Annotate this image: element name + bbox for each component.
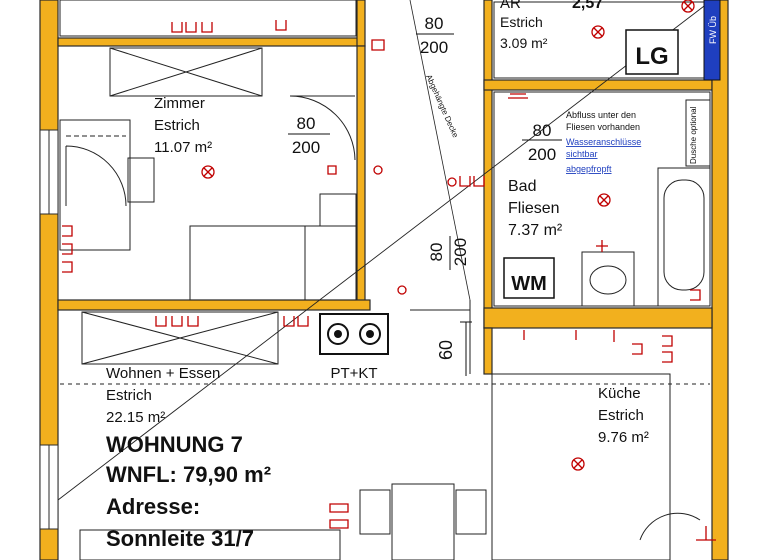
dim-vert-h: 200	[451, 238, 470, 266]
diagonal-line	[57, 0, 713, 501]
fw-label: FW Üb	[708, 16, 718, 44]
apartment-info: WOHNUNG 7 WNFL: 79,90 m² Adresse: Sonnle…	[106, 432, 271, 551]
apartment-wnfl: WNFL: 79,90 m²	[106, 462, 271, 487]
bathtub-frame	[657, 167, 711, 307]
note-abfluss-2: Fliesen vorhanden	[566, 122, 640, 132]
ar-floor: Estrich	[500, 14, 543, 30]
zimmer-floor: Estrich	[154, 117, 200, 134]
apartment-address: Sonnleite 31/7	[106, 526, 254, 551]
kueche-area: 9.76 m²	[598, 429, 649, 446]
dim-zimmer-w: 80	[297, 114, 316, 133]
dusche-box	[685, 99, 711, 167]
wall-zimmer-hall	[356, 45, 366, 305]
apartment-address-label: Adresse:	[106, 494, 200, 519]
dim-hall-h: 200	[420, 38, 448, 57]
dim-kitchen-60: 60	[436, 340, 456, 360]
note-abfluss-1: Abfluss unter den	[566, 110, 636, 120]
bed	[59, 119, 131, 251]
lg-label: LG	[635, 43, 668, 70]
dim-bad-h: 200	[528, 145, 556, 164]
pt-kt-label: PT+KT	[330, 365, 377, 382]
wall-ar-bottom	[483, 79, 713, 91]
zimmer-name: Zimmer	[154, 95, 205, 112]
schraege-label: Abgehängte Decke	[424, 73, 460, 139]
wall-hall-kitchen	[483, 327, 493, 375]
lg-box: LG	[625, 29, 679, 75]
zimmer-area: 11.07 m²	[154, 139, 212, 156]
wohnen-name: Wohnen + Essen	[106, 365, 220, 382]
dimensions: 80 200 80 200 80 200 80 200 60 2,57	[288, 0, 603, 376]
ar-name: AR	[500, 0, 521, 12]
wall-top-strip	[57, 37, 361, 47]
wall-bad-bottom	[483, 307, 713, 329]
partial-top-value: 2,57	[572, 0, 603, 12]
sink	[581, 251, 635, 307]
wohnen-area: 22.15 m²	[106, 409, 165, 426]
windows	[39, 129, 59, 530]
dim-hall-w: 80	[425, 14, 444, 33]
wardrobe	[109, 47, 263, 97]
washing-machine: WM	[503, 257, 555, 299]
dim-vert-w: 80	[427, 243, 446, 262]
wall-zimmer-bottom	[57, 299, 371, 311]
walls	[39, 0, 729, 560]
outer-wall-right	[711, 0, 729, 560]
table	[391, 483, 455, 560]
kueche-name: Küche	[598, 385, 641, 402]
bad-area: 7.37 m²	[508, 222, 563, 239]
dim-zimmer-h: 200	[292, 138, 320, 157]
wohnen-floor: Estrich	[106, 387, 152, 404]
note-wasser-1: Wasseranschlüsse	[566, 137, 641, 147]
ar-area: 3.09 m²	[500, 35, 548, 51]
fw-strip: FW Üb	[703, 0, 721, 81]
wall-top-strip-right	[356, 0, 366, 47]
kueche-floor: Estrich	[598, 407, 644, 424]
bad-floor: Fliesen	[508, 200, 560, 217]
stove	[319, 313, 389, 355]
desk	[189, 225, 357, 301]
wm-label: WM	[511, 273, 547, 295]
bathtub	[663, 179, 705, 291]
dusche-label: Dusche optional	[689, 106, 698, 164]
electrical-symbols	[62, 0, 716, 541]
interior-lines	[57, 0, 713, 560]
wall-hall-right	[483, 0, 493, 329]
note-wasser-3: abgepfropft	[566, 164, 612, 174]
bad-name: Bad	[508, 178, 536, 195]
room-labels: Zimmer Estrich 11.07 m² AR Estrich 3.09 …	[106, 0, 649, 446]
note-wasser-2: sichtbar	[566, 149, 598, 159]
dim-bad-w: 80	[533, 121, 552, 140]
counter-wohnen	[81, 311, 279, 365]
apartment-title: WOHNUNG 7	[106, 432, 243, 457]
